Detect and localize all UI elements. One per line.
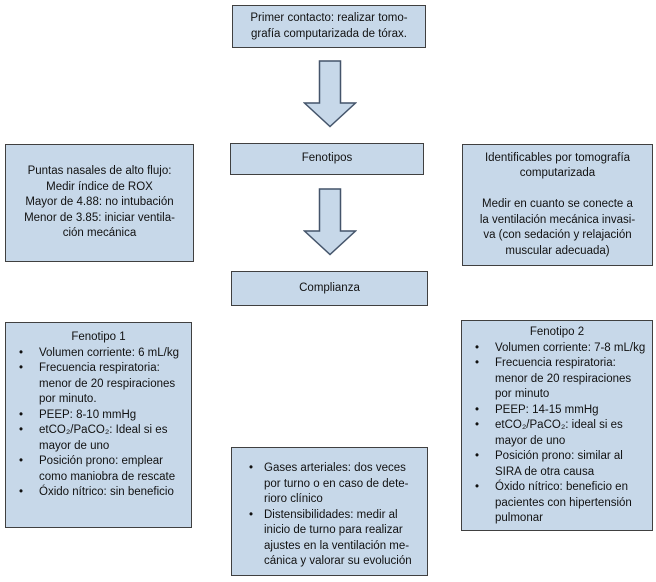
complianza-label: Complianza <box>299 281 360 294</box>
list-item: • Volumen corriente: 6 mL/kg <box>6 346 191 362</box>
bullet-icon: • <box>475 481 480 493</box>
fenotipo1-title: Fenotipo 1 <box>71 331 126 343</box>
list-item: • Frecuencia respiratoria: menor de 20 r… <box>475 357 632 400</box>
list-item: • etCO₂/PaCO₂: ideal si es mayor de uno <box>475 419 623 447</box>
bullet-icon: • <box>19 346 24 359</box>
fenotipos-label: Fenotipos <box>301 152 353 165</box>
list-item: • Frecuencia respiratoria: menor de 20 r… <box>19 362 176 405</box>
list-item: • Posición prono: emplear como maniobra … <box>19 455 176 483</box>
bullet-icon: • <box>19 362 24 374</box>
fenotipo2-box: Fenotipo 2 • Volumen corriente: 7-8 mL/k… <box>461 320 653 531</box>
bullet-icon: • <box>475 341 480 354</box>
bullet-icon: • <box>249 508 254 521</box>
ct-identification-box: Identificables por tomografía computariz… <box>462 144 653 266</box>
list-item: • PEEP: 8-10 mmHg <box>6 408 191 424</box>
complianza-box: Complianza <box>231 271 428 306</box>
first-contact-box: Primer contacto: realizar tomo- grafía c… <box>232 5 426 48</box>
bullet-icon: • <box>19 455 24 467</box>
bullet-icon: • <box>19 486 24 498</box>
fenotipo2-title: Fenotipo 2 <box>529 326 585 338</box>
bullet-icon: • <box>475 419 480 431</box>
list-item: • Volumen corriente: 7-8 mL/kg <box>462 341 652 357</box>
down-arrow-icon <box>303 188 357 256</box>
bullet-icon: • <box>19 408 24 421</box>
list-item: • PEEP: 14-15 mmHg <box>462 403 652 419</box>
nasal-cannula-text: Puntas nasales de alto flujo: Medir índi… <box>24 165 175 240</box>
bullet-icon: • <box>249 462 254 474</box>
list-item: • Gases arteriales: dos veces por turno … <box>249 462 409 505</box>
first-contact-text: Primer contacto: realizar tomo- grafía c… <box>250 12 408 40</box>
bullet-icon: • <box>475 450 480 462</box>
list-item: • etCO₂/PaCO₂: Ideal si es mayor de uno <box>19 424 168 452</box>
list-item: • Posición prono: similar al SIRA de otr… <box>475 450 623 478</box>
bullet-icon: • <box>475 357 480 369</box>
ct-identification-text: Identificables por tomografía computariz… <box>479 151 636 257</box>
bullet-icon: • <box>475 403 480 416</box>
list-item: • Distensibilidades: medir al inicio de … <box>249 508 412 568</box>
monitoring-box: • Gases arteriales: dos veces por turno … <box>231 447 428 576</box>
fenotipos-box: Fenotipos <box>230 143 424 175</box>
nasal-cannula-box: Puntas nasales de alto flujo: Medir índi… <box>5 144 194 262</box>
down-arrow-icon <box>303 60 357 128</box>
bullet-icon: • <box>19 424 24 436</box>
list-item: • Óxido nítrico: sin beneficio <box>6 485 191 501</box>
fenotipo1-box: Fenotipo 1 • Volumen corriente: 6 mL/kg … <box>5 322 192 528</box>
list-item: • Óxido nítrico: beneficio en pacientes … <box>475 481 632 524</box>
